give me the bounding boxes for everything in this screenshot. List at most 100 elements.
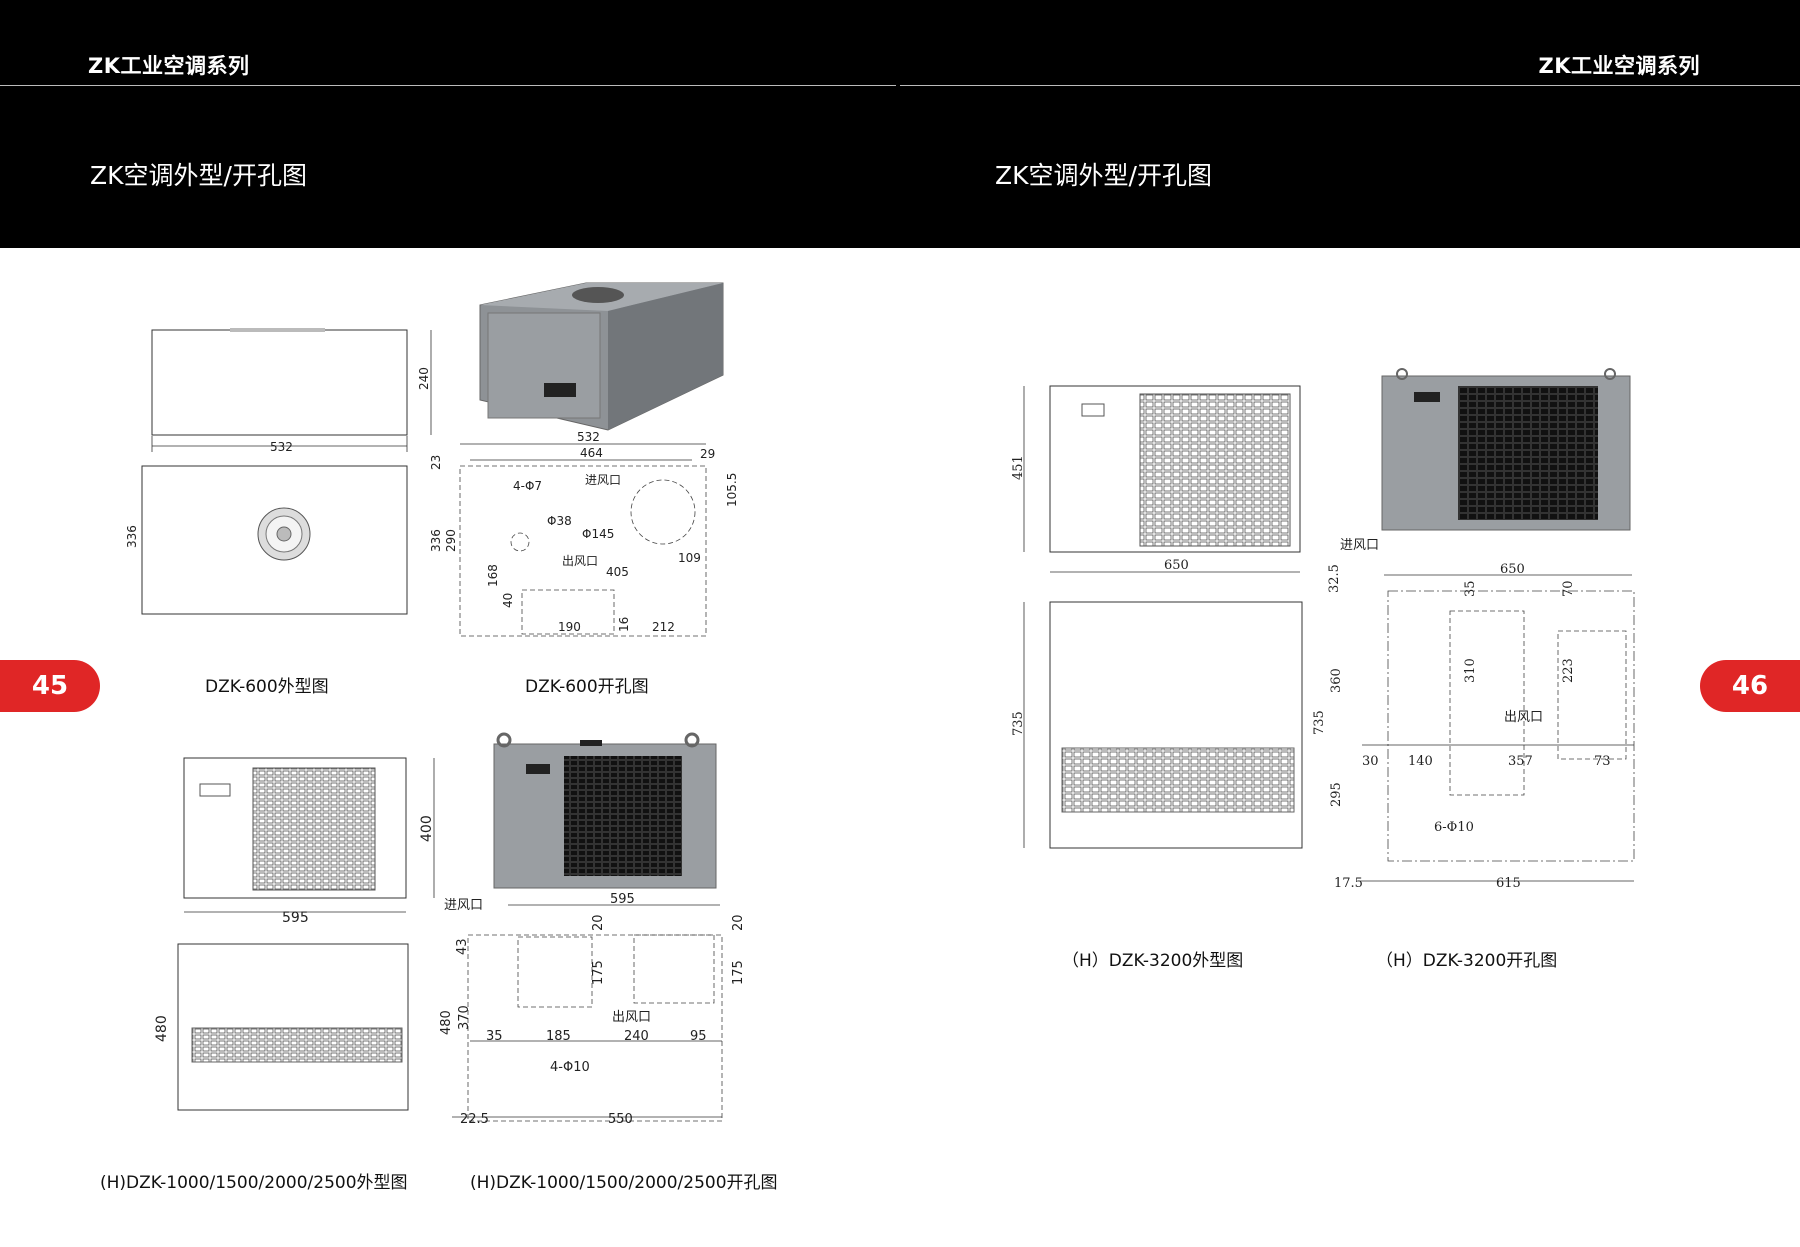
dzk1000-outlet-label: 出风口 xyxy=(612,1010,651,1025)
dzk3200-outlet-label: 出风口 xyxy=(1504,710,1543,725)
caption-dzk600-outline: DZK-600外型图 xyxy=(205,677,329,697)
header-band: ZK工业空调系列 ZK工业空调系列 ZK空调外型/开孔图 ZK空调外型/开孔图 xyxy=(0,0,1800,248)
dzk600-dim-145: Φ145 xyxy=(582,527,614,541)
dzk1000-cutout-outline xyxy=(467,934,723,1122)
dzk600-cutout-drawing: 532 464 23 29 105.5 4-Φ7 进风口 Φ38 Φ145 出风… xyxy=(429,430,739,637)
dzk600-outlet-label: 出风口 xyxy=(562,554,598,568)
dzk1000-dim-20b: 20 xyxy=(731,914,746,931)
caption-dzk1000-cutout: (H)DZK-1000/1500/2000/2500开孔图 xyxy=(470,1173,778,1193)
dzk600-dim-532: 532 xyxy=(577,430,600,444)
dzk3200-holes: 6-Φ10 xyxy=(1434,820,1474,835)
dzk600-dim-190: 190 xyxy=(558,620,581,634)
dzk1000-dim-370: 370 xyxy=(457,1005,472,1030)
dzk3200-dim-17-5: 17.5 xyxy=(1334,876,1363,891)
dzk600-photo-fan xyxy=(572,287,624,303)
dzk1000-cutout-drawing: 进风口 595 20 20 43 175 175 出风口 480 370 35 … xyxy=(439,892,746,1127)
dzk600-dim-464: 464 xyxy=(580,446,603,460)
dzk1000-outlet-hole xyxy=(633,934,715,1004)
dzk3200-outlet-hole xyxy=(1557,630,1627,760)
dzk1000-controller xyxy=(526,764,550,774)
dzk600-dim-40: 40 xyxy=(501,593,515,608)
dzk3200-dim-357: 357 xyxy=(1508,754,1533,769)
dzk600-top-vent xyxy=(230,328,325,332)
dzk3200-dim-735: 735 xyxy=(1312,710,1327,735)
page-number-left: 45 xyxy=(0,660,100,712)
dzk1000-dim-95: 95 xyxy=(690,1029,707,1044)
dzk3200-dim-70: 70 xyxy=(1561,580,1576,597)
caption-dzk600-cutout: DZK-600开孔图 xyxy=(525,677,649,697)
dzk3200-dim-32-5: 32.5 xyxy=(1327,564,1342,593)
caption-dzk3200-outline: （H）DZK-3200外型图 xyxy=(1062,951,1244,971)
dzk1000-holes: 4-Φ10 xyxy=(550,1060,590,1075)
dzk600-dim-405: 405 xyxy=(606,565,629,579)
dzk600-small-hole xyxy=(510,532,530,552)
section-title-left: ZK空调外型/开孔图 xyxy=(90,161,307,190)
dzk1000-dim-22-5: 22.5 xyxy=(460,1112,489,1127)
dzk3200-dim-650: 650 xyxy=(1500,562,1525,577)
dzk3200-outline-drawing: 451 650 735 xyxy=(1011,385,1303,849)
dzk3200-inlet-label: 进风口 xyxy=(1340,538,1379,553)
dzk600-dim-16: 16 xyxy=(617,617,631,632)
dzk3200-dim-35: 35 xyxy=(1463,580,1478,597)
dzk1000-dim-height: 400 xyxy=(419,815,435,842)
dzk3200-photo xyxy=(1381,368,1631,531)
dzk3200-dim-73: 73 xyxy=(1594,754,1611,769)
dzk600-outline-drawing: 532 240 336 xyxy=(125,328,432,615)
dzk3200-controller xyxy=(1414,392,1440,402)
dzk3200-dim-310: 310 xyxy=(1463,658,1478,683)
dzk3200-dim-width: 650 xyxy=(1164,558,1189,573)
dzk600-inlet-label: 进风口 xyxy=(585,473,621,487)
divider-left xyxy=(0,85,896,86)
divider-right xyxy=(900,85,1800,86)
dzk3200-inlet-hole xyxy=(1449,610,1525,796)
dzk3200-photo-grille xyxy=(1458,386,1598,520)
dzk600-dim-168: 168 xyxy=(486,564,500,587)
dzk1000-dim-480: 480 xyxy=(439,1010,454,1035)
dzk600-dim-212: 212 xyxy=(652,620,675,634)
dzk3200-cutout-drawing: 进风口 650 32.5 35 70 360 310 223 735 出风口 3… xyxy=(1312,538,1635,891)
series-title-right: ZK工业空调系列 xyxy=(1538,54,1700,78)
dzk600-photo xyxy=(479,282,724,431)
dzk3200-dim-140: 140 xyxy=(1408,754,1433,769)
dzk600-dim-109: 109 xyxy=(678,551,701,565)
dzk600-dim-105-5: 105.5 xyxy=(725,473,739,507)
dzk1000-dim-240: 240 xyxy=(624,1029,649,1044)
dzk3200-dim-depth: 735 xyxy=(1011,711,1026,736)
dzk600-controller xyxy=(544,383,576,397)
section-title-right: ZK空调外型/开孔图 xyxy=(995,161,1212,190)
dzk3200-dim-223: 223 xyxy=(1561,658,1576,683)
dzk1000-outline-drawing: 595 400 480 xyxy=(154,757,435,1111)
dzk1000-inlet-label: 进风口 xyxy=(444,898,483,913)
dzk600-dim-height: 240 xyxy=(417,367,431,390)
dzk1000-dim-550: 550 xyxy=(608,1112,633,1127)
dzk1000-grille xyxy=(252,767,376,891)
dzk1000-photo xyxy=(493,732,717,889)
dzk1000-side-view xyxy=(177,943,409,1111)
dzk600-dim-depth: 336 xyxy=(125,525,139,548)
dzk1000-dim-width: 595 xyxy=(282,910,309,926)
dzk600-dim-336: 336 xyxy=(429,529,443,552)
dzk1000-dim-175a: 175 xyxy=(591,960,606,985)
dzk1000-inlet-hole xyxy=(517,936,593,1008)
dzk600-outlet-hole xyxy=(521,589,615,635)
dzk3200-dim-615: 615 xyxy=(1496,876,1521,891)
dzk600-dim-290: 290 xyxy=(444,529,458,552)
dzk600-dim-width: 532 xyxy=(270,440,293,454)
dzk600-inlet-hole xyxy=(630,479,696,545)
dzk1000-dim-175b: 175 xyxy=(731,960,746,985)
caption-dzk3200-cutout: （H）DZK-3200开孔图 xyxy=(1376,951,1558,971)
dzk1000-dim-43: 43 xyxy=(455,938,470,955)
dzk3200-grille xyxy=(1139,393,1291,547)
dzk3200-dim-295: 295 xyxy=(1329,782,1344,807)
dzk1000-dim-35: 35 xyxy=(486,1029,503,1044)
dzk600-dim-23: 23 xyxy=(429,455,443,470)
dzk600-dim-38: Φ38 xyxy=(547,514,572,528)
series-title-left: ZK工业空调系列 xyxy=(88,54,250,78)
dzk3200-dim-30: 30 xyxy=(1362,754,1379,769)
dzk600-dim-29: 29 xyxy=(700,447,715,461)
dzk600-holes: 4-Φ7 xyxy=(513,479,542,493)
dzk1000-dim-depth: 480 xyxy=(154,1015,170,1042)
dzk1000-dim-20a: 20 xyxy=(591,914,606,931)
dzk3200-dim-360: 360 xyxy=(1329,668,1344,693)
dzk3200-cutout-outline xyxy=(1387,590,1635,862)
